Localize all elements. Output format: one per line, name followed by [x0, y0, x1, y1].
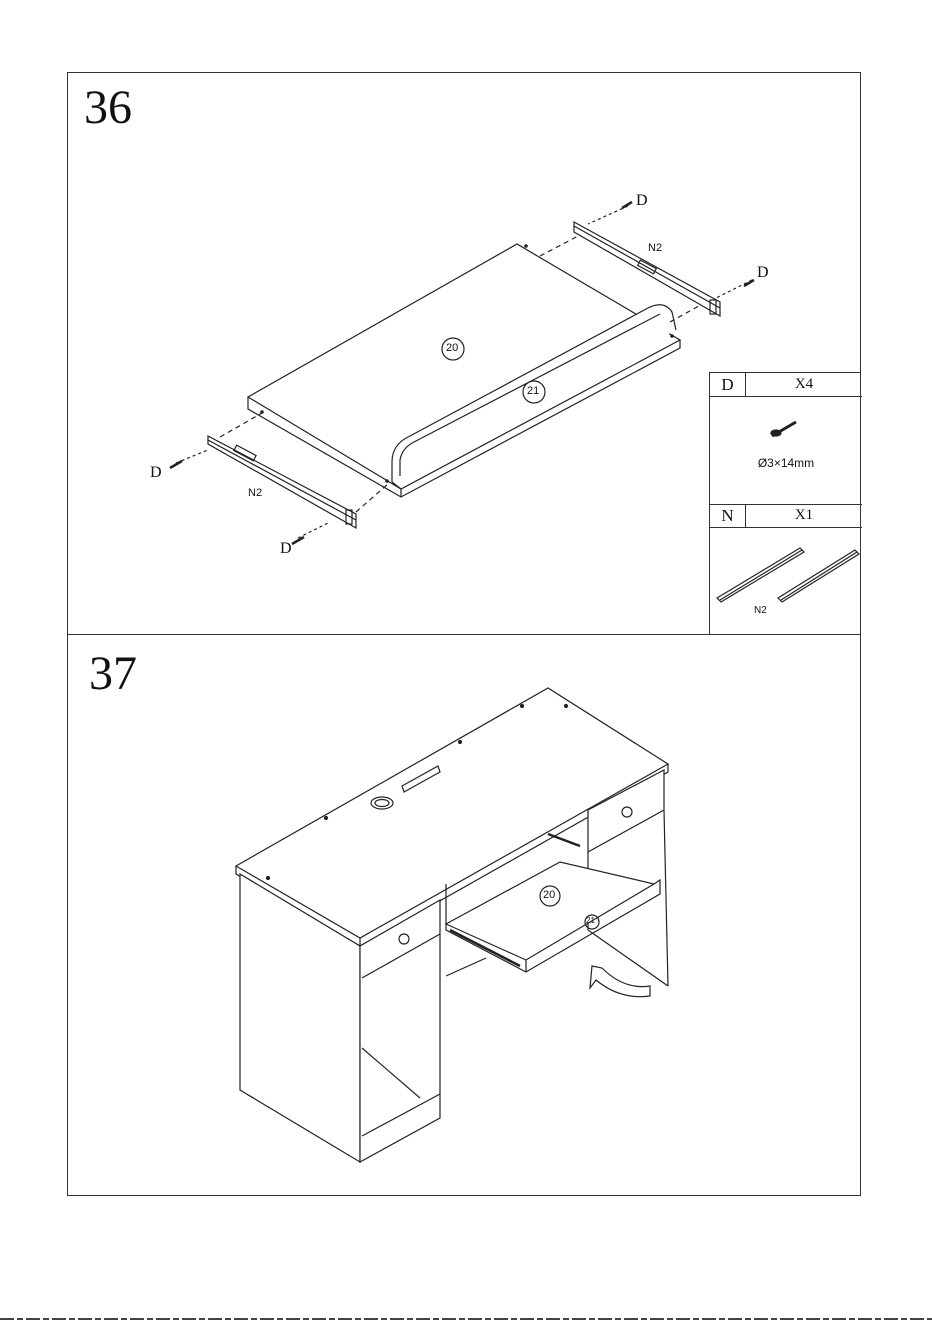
- bottom-dashed-border: [0, 1318, 932, 1321]
- desk-panel-label-21: 21: [586, 916, 595, 925]
- desk-panel-label-20: 20: [543, 889, 555, 901]
